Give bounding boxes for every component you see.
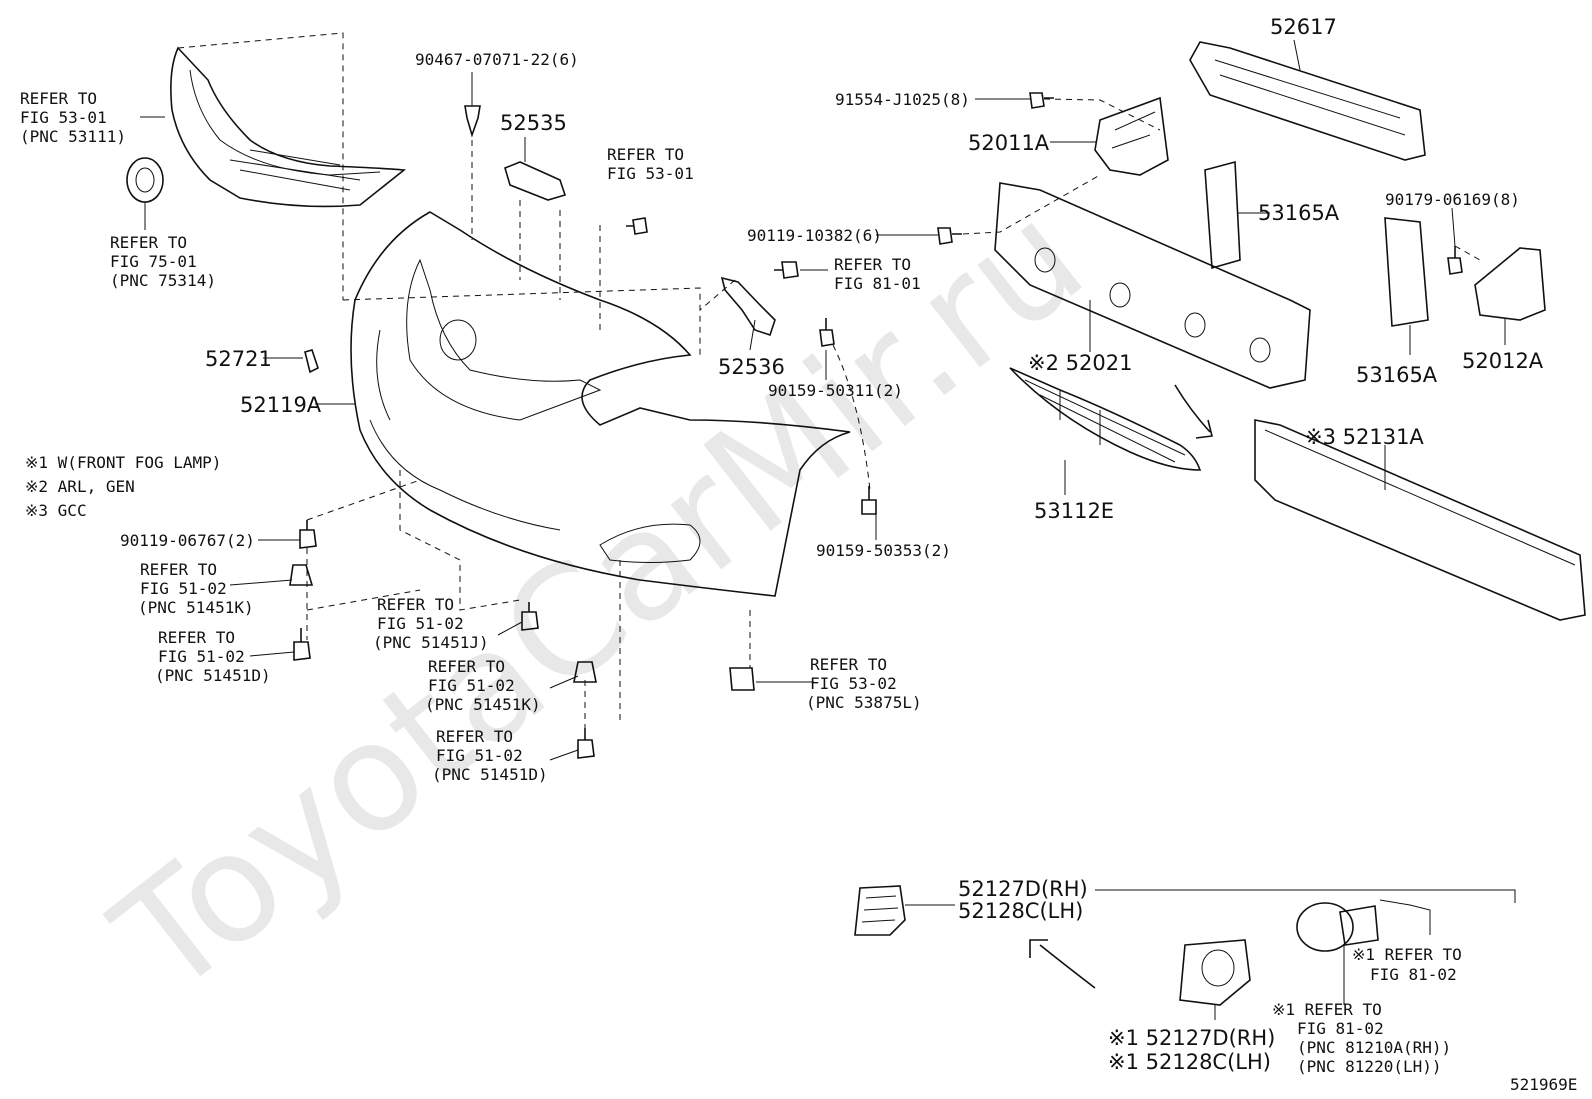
part-52127D-bot-label: ※1 52127D(RH) <box>1108 1026 1275 1050</box>
arrow-icon <box>1174 384 1213 439</box>
bracket-52536 <box>720 276 776 337</box>
support-53165A-a <box>1204 160 1241 270</box>
part-52535-label: 52535 <box>500 111 567 135</box>
bezel-cover-52127D <box>854 885 906 936</box>
refer-fig-81-01: REFER TO FIG 81-01 <box>834 255 921 293</box>
refer-fig-51-02-d2: REFER TO FIG 51-02 (PNC 51451D) <box>432 727 548 784</box>
part-52617-label: 52617 <box>1270 15 1337 39</box>
refer-fig-51-02-d1: REFER TO FIG 51-02 (PNC 51451D) <box>155 628 271 685</box>
refer-fig-51-02-k2: REFER TO FIG 51-02 (PNC 51451K) <box>425 657 541 714</box>
radiator-grille <box>170 46 407 208</box>
part-90179-label: 90179-06169(8) <box>1385 190 1520 209</box>
part-90159-50353-label: 90159-50353(2) <box>816 541 951 560</box>
arrow-icon-lower <box>1029 939 1096 989</box>
part-90467-label: 90467-07071-22(6) <box>415 50 579 69</box>
notes: ※1 W(FRONT FOG LAMP) ※2 ARL, GEN ※3 GCC <box>25 453 231 520</box>
part-90119-10382-label: 90119-10382(6) <box>747 226 882 245</box>
diagram-id: 521969E <box>1510 1075 1577 1094</box>
refer-fig-51-02-k1: REFER TO FIG 51-02 (PNC 51451K) <box>138 560 254 617</box>
refer-fig-53-02: REFER TO FIG 53-02 (PNC 53875L) <box>806 655 922 712</box>
reinforcement-52131A <box>1254 419 1586 621</box>
part-52128C-top-label: 52128C(LH) <box>958 899 1083 923</box>
lower-grille-53112E <box>1009 367 1202 471</box>
fog-lamp <box>1296 902 1379 952</box>
part-52119A-label: 52119A <box>240 393 322 417</box>
extension-52011A <box>1094 96 1169 176</box>
part-52011A-label: 52011A <box>968 131 1050 155</box>
part-52128C-bot-label: ※1 52128C(LH) <box>1108 1050 1271 1074</box>
leader-lines <box>140 39 1506 1020</box>
part-52012A-label: 52012A <box>1462 349 1544 373</box>
part-52131A-label: ※3 52131A <box>1305 425 1424 449</box>
part-91554-label: 91554-J1025(8) <box>835 90 970 109</box>
part-53165A-a-label: 53165A <box>1258 201 1340 225</box>
clip-52721 <box>304 349 319 374</box>
refer-fig-53-01-grille: REFER TO FIG 53-01 (PNC 53111) <box>20 89 126 146</box>
front-bumper-cover <box>350 211 851 597</box>
part-52721-label: 52721 <box>205 347 272 371</box>
reinforcement-52021 <box>994 182 1311 389</box>
part-53112E-label: 53112E <box>1034 499 1114 523</box>
extension-52012A <box>1474 247 1546 321</box>
part-52127D-top-label: 52127D(RH) <box>958 877 1088 901</box>
assembly-lines <box>177 32 1481 730</box>
part-52021-label: ※2 52021 <box>1028 351 1132 375</box>
support-53165A-b <box>1384 217 1429 327</box>
energy-absorber-52617 <box>1189 41 1426 161</box>
refer-fig-53-01-b: REFER TO FIG 53-01 <box>607 145 694 183</box>
part-90159-50311-label: 90159-50311(2) <box>768 381 903 400</box>
emblem-icon <box>126 157 164 203</box>
refer-fig-81-02-a: ※1 REFER TO FIG 81-02 <box>1352 945 1471 984</box>
clip-90467 <box>464 105 481 138</box>
part-53165A-b-label: 53165A <box>1356 363 1438 387</box>
refer-fig-51-02-j: REFER TO FIG 51-02 (PNC 51451J) <box>373 595 489 652</box>
refer-fig-75-01: REFER TO FIG 75-01 (PNC 75314) <box>110 233 216 290</box>
part-52536-label: 52536 <box>718 355 785 379</box>
bracket-52535 <box>504 161 567 201</box>
refer-fig-81-02-b: ※1 REFER TO FIG 81-02 (PNC 81210A(RH)) (… <box>1272 1000 1461 1076</box>
bolt-icons <box>289 92 1463 759</box>
fog-bezel-52127D <box>1179 939 1251 1006</box>
part-90119-06767-label: 90119-06767(2) <box>120 531 255 550</box>
